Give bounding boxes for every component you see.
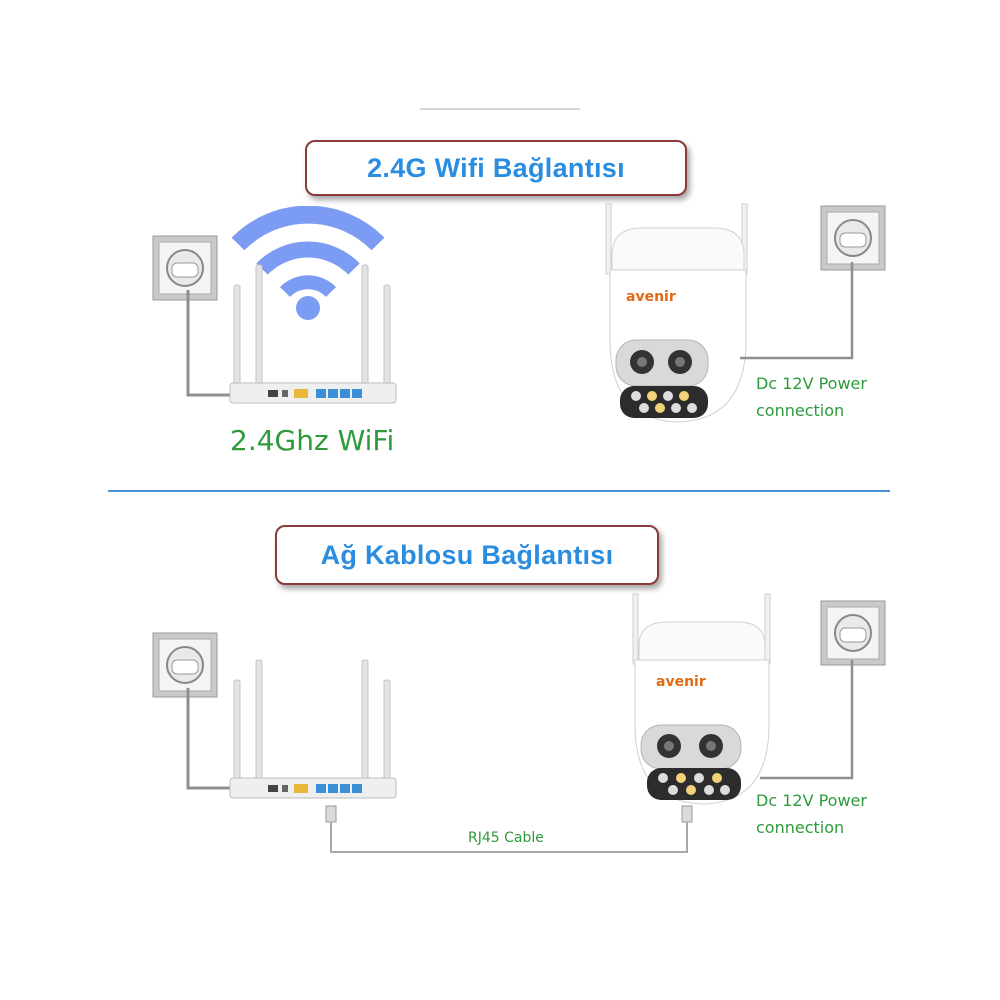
- router-wifi-label: 2.4Ghz WiFi: [230, 424, 395, 457]
- power-label: Dc 12V Power connection: [756, 370, 867, 424]
- security-camera-icon: [632, 593, 771, 805]
- power-label-line1: Dc 12V Power: [756, 374, 867, 393]
- router-icon: [229, 264, 397, 404]
- power-label: Dc 12V Power connection: [756, 787, 867, 841]
- cable-section-title: Ağ Kablosu Bağlantısı: [275, 525, 659, 585]
- top-rule: [420, 108, 580, 110]
- section-divider: [108, 490, 890, 492]
- rj45-plug-icon: [325, 805, 337, 823]
- power-outlet-icon: [152, 632, 218, 698]
- security-camera-icon: [605, 203, 748, 423]
- power-label-line2: connection: [756, 818, 845, 837]
- wifi-section-title-text: 2.4G Wifi Bağlantısı: [367, 152, 625, 183]
- power-cable-right: [740, 262, 854, 360]
- cable-section-title-text: Ağ Kablosu Bağlantısı: [320, 539, 614, 570]
- camera-brand-label: avenir: [656, 674, 706, 690]
- power-outlet-icon: [152, 235, 218, 301]
- power-outlet-icon: [820, 600, 886, 666]
- power-outlet-icon: [820, 205, 886, 271]
- power-label-line1: Dc 12V Power: [756, 791, 867, 810]
- rj45-cable: [325, 805, 693, 853]
- wifi-icon: [232, 206, 384, 320]
- power-label-line2: connection: [756, 401, 845, 420]
- wifi-section-title: 2.4G Wifi Bağlantısı: [305, 140, 687, 196]
- power-cable-right: [760, 660, 854, 780]
- rj45-cable-label: RJ45 Cable: [468, 830, 544, 846]
- router-icon: [229, 659, 397, 799]
- camera-brand-label: avenir: [626, 289, 676, 305]
